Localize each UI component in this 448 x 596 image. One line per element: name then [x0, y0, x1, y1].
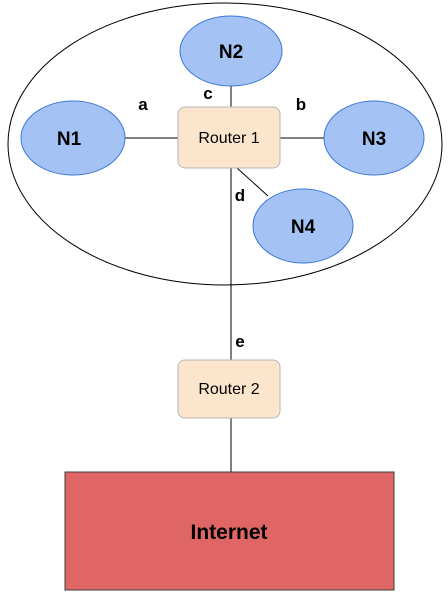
network-node-n1: N1: [20, 100, 126, 176]
link-d-label: d: [235, 186, 245, 205]
network-node-n4: N4: [252, 188, 354, 264]
router-2-label: Router 2: [198, 381, 259, 398]
link-d-line: [236, 167, 269, 197]
router-2: Router 2: [177, 359, 281, 419]
network-node-n2-shape: [179, 15, 283, 87]
network-node-n3: N3: [323, 100, 425, 176]
network-node-n2: N2: [179, 15, 283, 87]
network-node-n2-label: N2: [219, 42, 243, 63]
internet: Internet: [64, 471, 395, 591]
internet-label: Internet: [190, 521, 267, 544]
router-1-box: [177, 106, 281, 169]
router-1: Router 1: [177, 106, 281, 169]
router-1-label: Router 1: [198, 130, 259, 147]
router-2-box: [177, 359, 281, 419]
link-c-label: c: [203, 84, 212, 103]
link-b-label: b: [296, 95, 306, 114]
internet-box: [64, 471, 395, 591]
network-node-n4-shape: [252, 188, 354, 264]
local-network-boundary: [7, 2, 443, 286]
network-node-n1-label: N1: [57, 129, 82, 150]
link-a-label: a: [138, 95, 148, 114]
network-node-n3-label: N3: [362, 129, 386, 150]
network-node-n1-shape: [20, 100, 126, 176]
network-node-n4-label: N4: [291, 217, 316, 238]
network-node-n3-shape: [323, 100, 425, 176]
link-e-label: e: [235, 332, 244, 351]
